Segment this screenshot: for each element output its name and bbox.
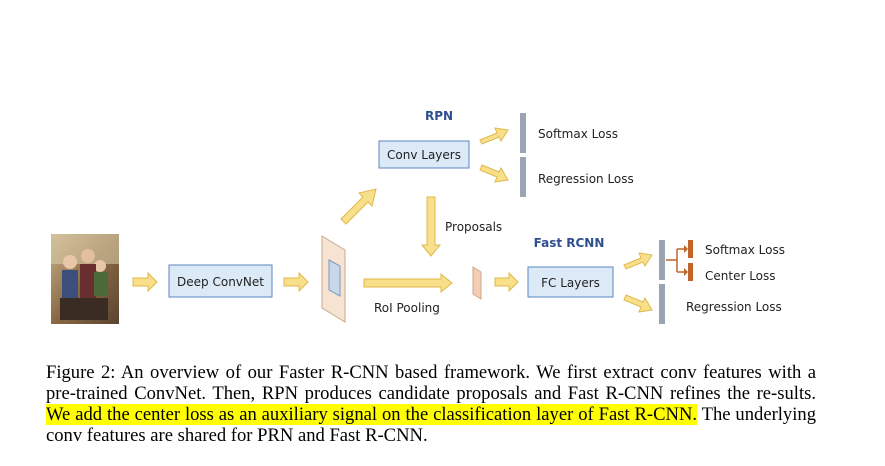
arrow-photo-to-convnet bbox=[132, 271, 158, 293]
fc-layers-label: FC Layers bbox=[541, 276, 600, 290]
classification-branch bbox=[666, 245, 688, 276]
conv-layers-label: Conv Layers bbox=[387, 148, 461, 162]
deep-convnet-label: Deep ConvNet bbox=[177, 275, 264, 289]
conv-layers-box: Conv Layers bbox=[378, 140, 470, 169]
arrow-pooled-to-fc bbox=[494, 271, 519, 293]
deep-convnet-box: Deep ConvNet bbox=[168, 264, 273, 298]
frcnn-softmax-loss-label: Softmax Loss bbox=[705, 243, 785, 257]
arrow-convnet-to-featuremap bbox=[283, 271, 309, 293]
arrow-roi-pooling bbox=[363, 272, 453, 294]
caption-highlight: We add the center loss as an auxiliary s… bbox=[46, 404, 698, 425]
frcnn-center-loss-label: Center Loss bbox=[705, 269, 776, 283]
frcnn-regression-loss-label: Regression Loss bbox=[686, 300, 782, 314]
center-loss-bar bbox=[688, 263, 693, 281]
figure-caption: Figure 2: An overview of our Faster R-CN… bbox=[46, 362, 816, 446]
pooled-feature bbox=[472, 266, 482, 300]
caption-suffix: The underlying conv features are shared … bbox=[46, 404, 816, 446]
proposals-label: Proposals bbox=[445, 220, 502, 234]
input-photo bbox=[51, 234, 119, 324]
fast-rcnn-header: Fast RCNN bbox=[534, 236, 605, 250]
rpn-header: RPN bbox=[425, 109, 453, 123]
caption-text: Figure 2: An overview of our Faster R-CN… bbox=[46, 362, 816, 404]
frcnn-classification-bar bbox=[659, 240, 665, 280]
rpn-softmax-loss-label: Softmax Loss bbox=[538, 127, 618, 141]
rpn-softmax-bar bbox=[520, 113, 526, 153]
roi-pooling-label: RoI Pooling bbox=[374, 301, 440, 315]
framework-diagram: Deep ConvNet RPN Conv Layers Softmax Los… bbox=[51, 109, 785, 324]
arrow-featuremap-to-conv-layers bbox=[340, 188, 377, 225]
rpn-regression-loss-label: Regression Loss bbox=[538, 172, 634, 186]
arrow-proposals-down bbox=[420, 196, 442, 257]
arrow-conv-to-rpn-regression bbox=[479, 164, 509, 183]
arrow-fc-to-classification bbox=[623, 252, 653, 270]
feature-map bbox=[321, 235, 346, 323]
arrow-conv-to-rpn-softmax bbox=[479, 127, 509, 145]
fc-layers-box: FC Layers bbox=[527, 266, 614, 298]
arrow-fc-to-regression bbox=[623, 294, 653, 313]
softmax-loss-bar bbox=[688, 240, 693, 258]
frcnn-regression-bar bbox=[659, 284, 665, 324]
rpn-regression-bar bbox=[520, 157, 526, 197]
